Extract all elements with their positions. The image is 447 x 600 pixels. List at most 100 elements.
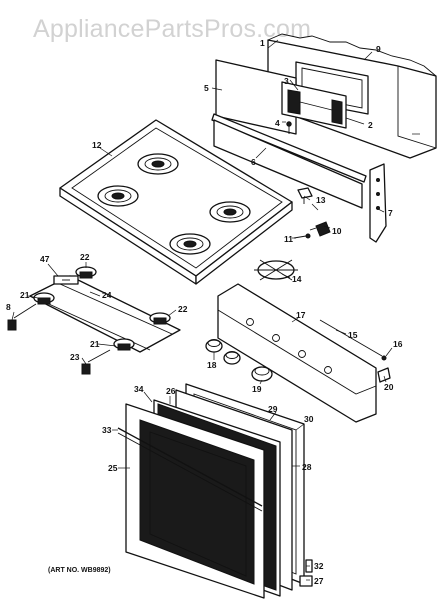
screw-head <box>286 121 292 127</box>
callout-15: 15 <box>348 330 358 340</box>
trim-strip-face <box>213 119 363 209</box>
side-bracket-body <box>369 163 387 243</box>
valve-hole-4 <box>324 366 332 374</box>
callout-24: 24 <box>102 290 112 300</box>
callout-16: 16 <box>393 339 403 349</box>
callout-21-right: 21 <box>90 339 100 349</box>
callout-10: 10 <box>332 226 342 236</box>
backguard-side-edge <box>397 66 437 149</box>
screw-part-4 <box>286 121 292 134</box>
cooktop <box>59 119 293 285</box>
callout-47: 47 <box>40 254 50 264</box>
callout-22-left: 22 <box>80 252 90 262</box>
callout-3: 3 <box>284 76 289 86</box>
callout-23: 23 <box>70 352 80 362</box>
callout-9: 9 <box>376 44 381 54</box>
door-window-inner-edge <box>149 431 247 577</box>
callout-13: 13 <box>316 195 326 205</box>
control-panel-top-edge <box>237 283 377 369</box>
art-number: (ART NO. WB9892) <box>48 567 111 574</box>
callout-30: 30 <box>304 414 314 424</box>
burner-head-front-right <box>113 338 135 351</box>
callout-32: 32 <box>314 561 324 571</box>
burner-grate <box>254 259 298 281</box>
front-trim-panel <box>215 59 297 135</box>
callout-labels: 1 2 3 4 5 6 7 8 9 10 11 12 13 14 15 16 1… <box>6 38 403 586</box>
terminal-part-11 <box>293 233 311 239</box>
callout-29: 29 <box>268 404 278 414</box>
valve-hole-2 <box>272 334 280 342</box>
side-bracket <box>369 163 387 243</box>
callout-7: 7 <box>388 208 393 218</box>
valve-hole-1 <box>246 318 254 326</box>
cooktop-side-lip <box>195 201 293 285</box>
valve-hole-3 <box>298 350 306 358</box>
callout-34: 34 <box>134 384 144 394</box>
callout-6: 6 <box>251 157 256 167</box>
door-handle <box>117 427 263 507</box>
callout-20: 20 <box>384 382 394 392</box>
door-window-glass <box>139 419 255 585</box>
terminal-end <box>305 233 311 239</box>
callout-12: 12 <box>92 140 102 150</box>
callout-21-left: 21 <box>20 290 30 300</box>
cooktop-inner-edge <box>71 127 283 269</box>
callout-leaders <box>11 39 420 581</box>
callout-28: 28 <box>302 462 312 472</box>
door-handle-shadow <box>117 432 263 512</box>
burner-hole-front-left <box>97 185 139 207</box>
control-panel <box>217 283 391 423</box>
callout-17: 17 <box>296 310 306 320</box>
orifice-part-8 <box>7 319 17 331</box>
trim-strip-body <box>211 113 367 183</box>
callout-18: 18 <box>207 360 217 370</box>
burner-head-front-left <box>33 292 55 305</box>
knobs-part-18 <box>205 339 241 365</box>
control-bracket-end-right <box>331 99 343 125</box>
callout-19: 19 <box>252 384 262 394</box>
callout-1: 1 <box>260 38 265 48</box>
socket-body <box>315 221 331 237</box>
burner-assembly <box>7 266 181 375</box>
watermark: AppliancePartsPros.com <box>33 15 311 43</box>
callout-14: 14 <box>292 274 302 284</box>
burner-head-rear-right <box>149 312 171 325</box>
orifice-lead-23 <box>87 349 111 363</box>
control-bracket-end-left <box>287 89 301 115</box>
hinge-part-27 <box>299 575 313 587</box>
bracket-part-47 <box>53 275 79 285</box>
backguard-top-flange <box>267 33 437 77</box>
knob-part-19 <box>251 366 273 382</box>
burner-head-rear-left <box>75 266 97 279</box>
callout-26: 26 <box>166 386 176 396</box>
socket-lead <box>309 227 317 231</box>
callout-25: 25 <box>108 463 118 473</box>
burner-hole-rear-left <box>137 153 179 175</box>
callout-33: 33 <box>102 425 112 435</box>
orifice-part-23 <box>81 363 91 375</box>
control-bracket-rail <box>299 101 333 111</box>
trim-strip <box>211 113 367 209</box>
orifice-lead-8 <box>13 303 37 319</box>
switch-part-13 <box>297 187 313 204</box>
side-bracket-hole-1 <box>376 178 380 182</box>
callout-22-right: 22 <box>178 304 188 314</box>
callout-2: 2 <box>368 120 373 130</box>
callout-11: 11 <box>284 234 293 244</box>
callout-5: 5 <box>204 83 209 93</box>
knob-1 <box>205 339 223 353</box>
control-bracket <box>281 81 347 129</box>
side-bracket-hole-2 <box>376 192 380 196</box>
switch-body <box>297 187 313 199</box>
control-panel-body <box>217 283 377 423</box>
oven-door-assembly <box>117 383 313 599</box>
burner-hole-rear-right <box>209 201 251 223</box>
knob-2 <box>223 351 241 365</box>
control-panel-fold <box>217 309 377 395</box>
clip-part-20 <box>377 367 391 383</box>
callout-27: 27 <box>314 576 324 586</box>
manifold-pipe-rear <box>59 283 173 335</box>
callout-8-burner: 8 <box>6 302 11 312</box>
